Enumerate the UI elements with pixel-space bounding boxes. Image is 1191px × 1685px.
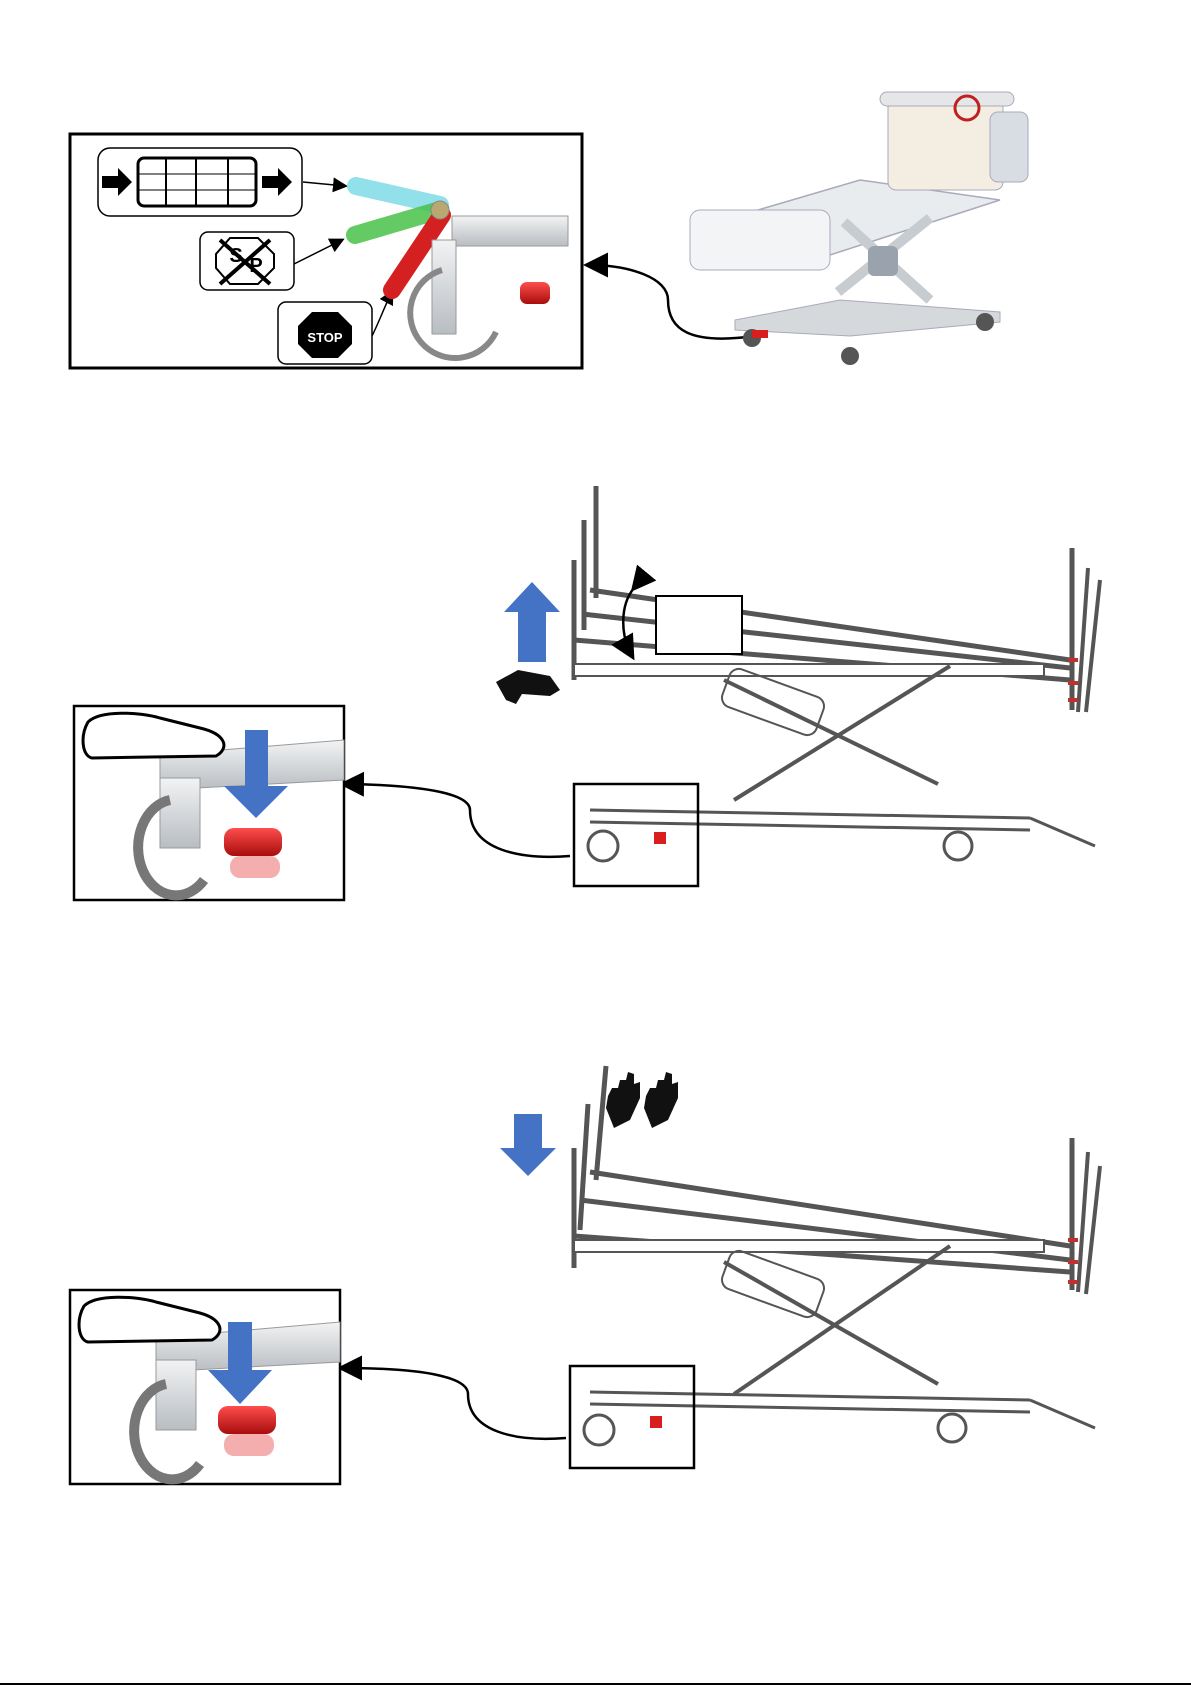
section-1-pedal-positions: S P STOP xyxy=(70,92,1028,368)
section-2-raise-head xyxy=(74,486,1100,900)
brake-pedal-red xyxy=(224,828,282,856)
connector-arrow xyxy=(342,1368,566,1439)
down-arrow-icon xyxy=(500,1114,556,1176)
angle-label-box xyxy=(656,596,742,654)
brake-pedal-red xyxy=(218,1406,276,1434)
hand-icon xyxy=(606,1072,640,1128)
stop-sign-text: STOP xyxy=(307,330,342,345)
hand-icon xyxy=(644,1072,678,1128)
castor-small xyxy=(588,831,666,861)
castor-small xyxy=(584,1415,662,1445)
bed-side-view xyxy=(574,486,1100,860)
steer-mode-icon xyxy=(98,148,302,216)
connector-arrow xyxy=(588,265,755,339)
connector-arrow xyxy=(344,784,570,857)
hand-icon xyxy=(496,670,560,704)
bed-top-view-icon xyxy=(138,158,256,206)
brake-pedal-ghost xyxy=(224,1434,274,1456)
head-board xyxy=(888,100,1003,190)
brake-pedal-red xyxy=(520,282,550,304)
pedal-pivot xyxy=(431,201,449,219)
up-arrow-icon xyxy=(504,582,560,662)
brake-pedal-ghost xyxy=(230,856,280,878)
hospital-bed-photo xyxy=(690,92,1028,365)
section-3-lower-head xyxy=(70,1066,1100,1484)
side-rail xyxy=(690,210,830,270)
no-brake-icon: S P xyxy=(200,232,294,290)
brake-mode-icon: STOP xyxy=(278,302,372,364)
castor-highlight-box xyxy=(570,1366,694,1468)
